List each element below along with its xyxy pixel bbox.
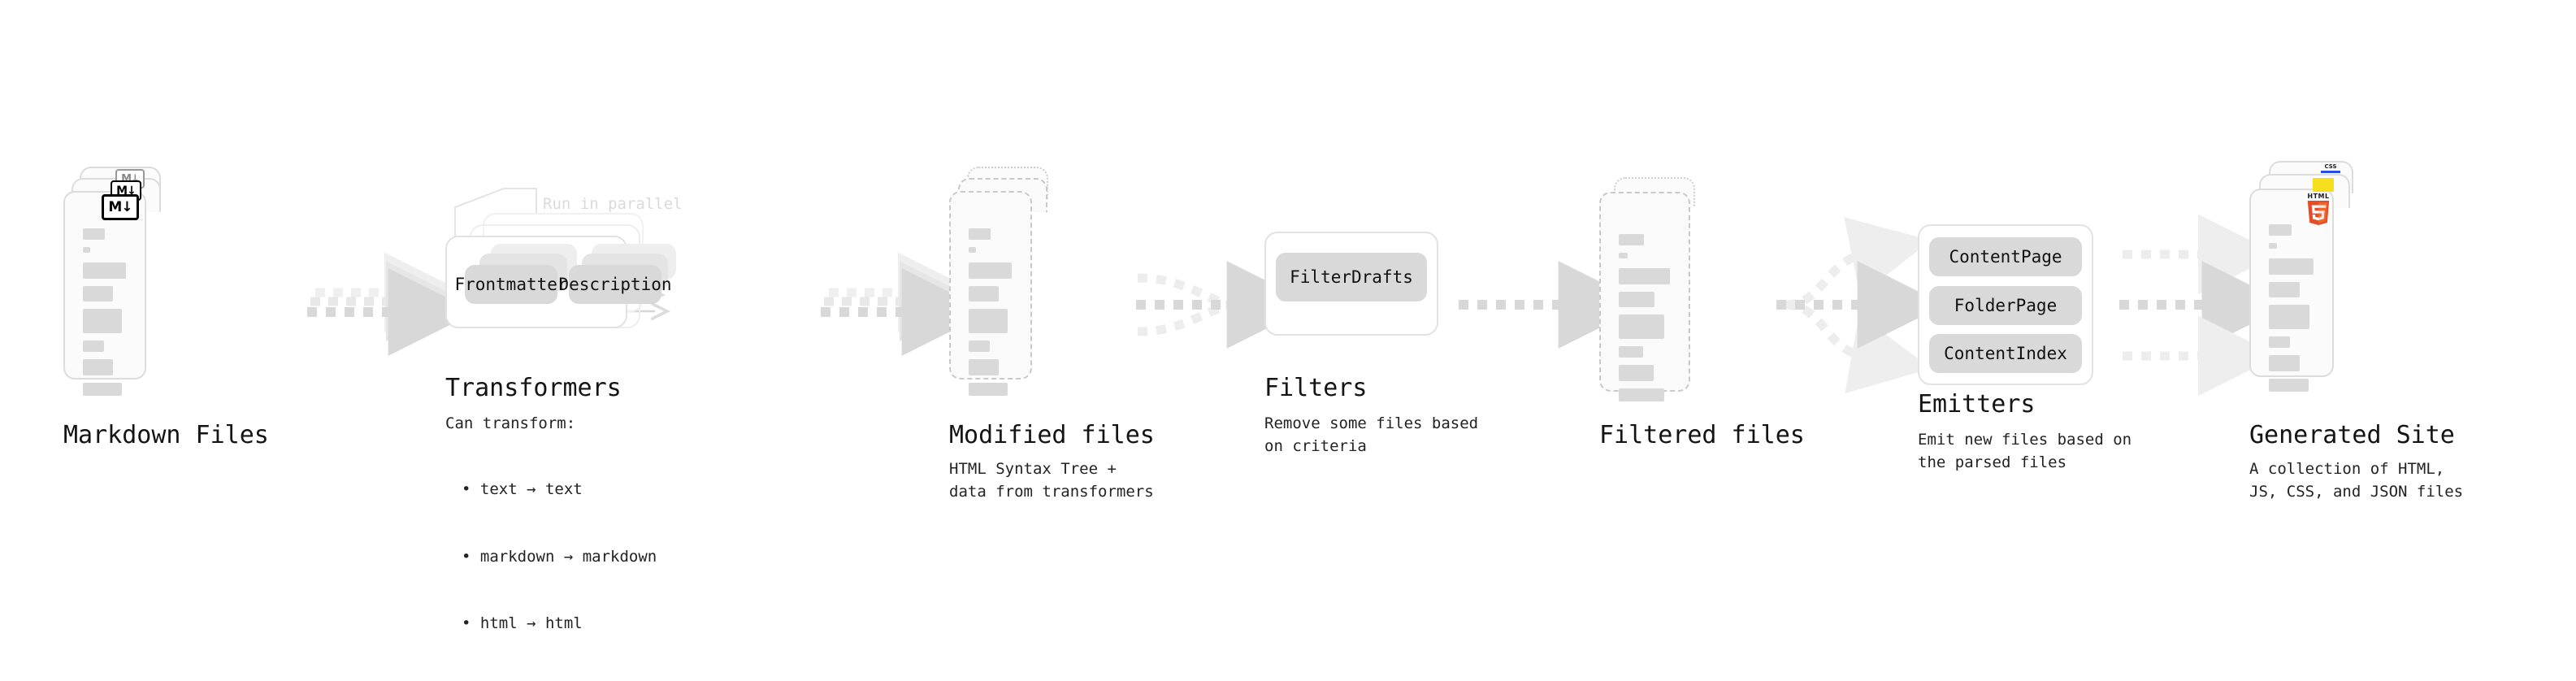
stage-title-generated-site: Generated Site <box>2249 421 2455 449</box>
html5-icon-shield <box>2306 201 2331 228</box>
emitter-pill-folderpage[interactable]: FolderPage <box>1929 286 2082 325</box>
markdown-badge-front: M↓ <box>102 194 139 220</box>
modified-placeholder-lines <box>969 228 1016 403</box>
html5-icon-label: HTML <box>2307 193 2330 200</box>
transformer-pill-description-label: Description <box>558 275 672 294</box>
emitter-pill-contentpage[interactable]: ContentPage <box>1929 237 2082 276</box>
js-icon <box>2313 178 2334 192</box>
filters-subtitle: Remove some files based on criteria <box>1264 414 1479 455</box>
transformer-pill-frontmatter-label: Frontmatter <box>454 275 568 294</box>
arrow-transformers-to-modified <box>821 252 990 356</box>
emitter-pill-contentpage-label: ContentPage <box>1949 247 2062 267</box>
run-in-parallel-annotation: Run in parallel <box>543 195 683 213</box>
markdown-file-card-front <box>63 191 146 396</box>
transformers-subtitle: Can transform: <box>445 414 576 432</box>
html5-icon: HTML <box>2305 193 2332 229</box>
css-icon-label: CSS <box>2324 163 2337 170</box>
transformer-pill-description[interactable]: Description <box>558 265 672 304</box>
generated-site-subtitle: A collection of HTML, JS, CSS, and JSON … <box>2249 460 2464 501</box>
arrow-emitters-to-site <box>2119 214 2290 397</box>
arrow-markdown-to-transformers <box>307 252 476 356</box>
emitters-subtitle: Emit new files based on the parsed files <box>1918 431 2132 471</box>
transformer-pill-frontmatter[interactable]: Frontmatter <box>454 265 568 304</box>
markdown-placeholder-lines <box>83 228 130 403</box>
stage-title-modified-files: Modified files <box>949 421 1155 449</box>
stage-title-filtered-files: Filtered files <box>1599 421 1805 449</box>
emitter-pill-contentindex[interactable]: ContentIndex <box>1929 334 2082 373</box>
stage-title-markdown-files: Markdown Files <box>63 421 269 449</box>
filtered-file-card-front <box>1599 192 1690 401</box>
generated-placeholder-lines <box>2269 224 2318 399</box>
stage-title-emitters: Emitters <box>1918 390 2036 419</box>
transformers-bullet-0: • text → text <box>462 480 583 499</box>
emitter-pill-contentindex-label: ContentIndex <box>1944 344 2067 363</box>
transformers-bullet-2: • html → html <box>462 614 583 633</box>
filter-pill-filterdrafts-label: FilterDrafts <box>1290 267 1413 287</box>
stage-title-transformers: Transformers <box>445 374 622 402</box>
filtered-placeholder-lines <box>1619 234 1674 409</box>
css-icon-bar <box>2321 171 2340 173</box>
emitter-pill-folderpage-label: FolderPage <box>1954 296 2058 315</box>
css-icon: CSS <box>2321 164 2340 176</box>
filter-pill-filterdrafts[interactable]: FilterDrafts <box>1276 253 1427 301</box>
transformers-bullet-list: • text → text • markdown → markdown • ht… <box>462 434 657 680</box>
modified-file-card-front <box>949 191 1032 396</box>
modified-files-subtitle: HTML Syntax Tree + data from transformer… <box>949 460 1154 501</box>
arrow-filtered-to-emitters <box>1776 217 1945 394</box>
transformers-bullet-1: • markdown → markdown <box>462 547 657 566</box>
stage-title-filters: Filters <box>1264 374 1368 402</box>
arrow-modified-to-filters <box>1136 261 1315 349</box>
